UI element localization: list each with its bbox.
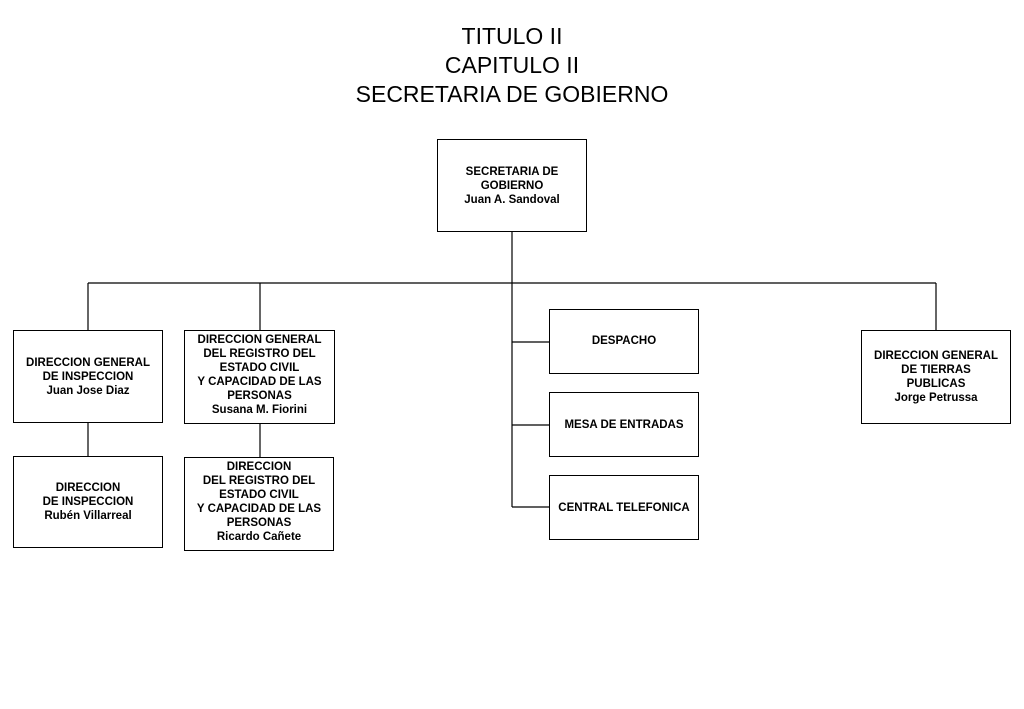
box-line: DE TIERRAS [901,364,971,376]
box-line: Rubén Villarreal [44,510,132,522]
box-despacho: DESPACHO [549,309,699,374]
box-line: DIRECCION GENERAL [197,334,322,346]
box-mesa-entradas: MESA DE ENTRADAS [549,392,699,457]
box-central-telefonica: CENTRAL TELEFONICA [549,475,699,540]
box-line: Ricardo Cañete [216,531,302,543]
box-line: DIRECCION GENERAL [874,350,998,362]
box-line: Jorge Petrussa [894,392,978,404]
box-dir-inspeccion: DIRECCION DE INSPECCION Rubén Villarreal [13,456,163,548]
box-dir-registro: DIRECCION DEL REGISTRO DEL ESTADO CIVIL Y C… [184,457,334,551]
box-line: CENTRAL TELEFONICA [558,501,690,514]
box-line: ESTADO CIVIL [219,362,300,374]
box-line: Y CAPACIDAD DE LAS [197,376,322,388]
box-line: PERSONAS [227,390,292,402]
box-dg-tierras: DIRECCION GENERAL DE TIERRAS PUBLICAS Jorge… [861,330,1011,424]
box-line: DIRECCION [226,461,292,473]
box-line: DESPACHO [591,335,657,347]
box-line: DEL REGISTRO DEL [203,348,316,360]
box-line: DE INSPECCION [42,370,134,383]
box-line: DEL REGISTRO DEL [202,475,316,487]
box-line: ESTADO CIVIL [219,489,299,501]
box-line: DIRECCION GENERAL [26,356,150,369]
box-line: Juan Jose Diaz [46,384,130,397]
box-line: PERSONAS [226,517,292,529]
title-line-1: TITULO II [461,23,563,49]
box-line: Susana M. Fiorini [211,404,308,416]
box-line: SECRETARIA DE [465,165,559,178]
box-dg-registro: DIRECCION GENERAL DEL REGISTRO DEL ESTADO … [184,330,335,424]
box-line: PUBLICAS [906,378,966,390]
title-line-3: SECRETARIA DE GOBIERNO [355,81,669,107]
box-line: GOBIERNO [480,179,544,192]
box-line: Juan A. Sandoval [464,193,560,206]
box-line: DIRECCION [55,482,121,494]
box-line: MESA DE ENTRADAS [564,418,684,431]
title-line-2: CAPITULO II [444,52,580,78]
box-line: Y CAPACIDAD DE LAS [196,503,322,515]
box-line: DE INSPECCION [42,496,134,508]
